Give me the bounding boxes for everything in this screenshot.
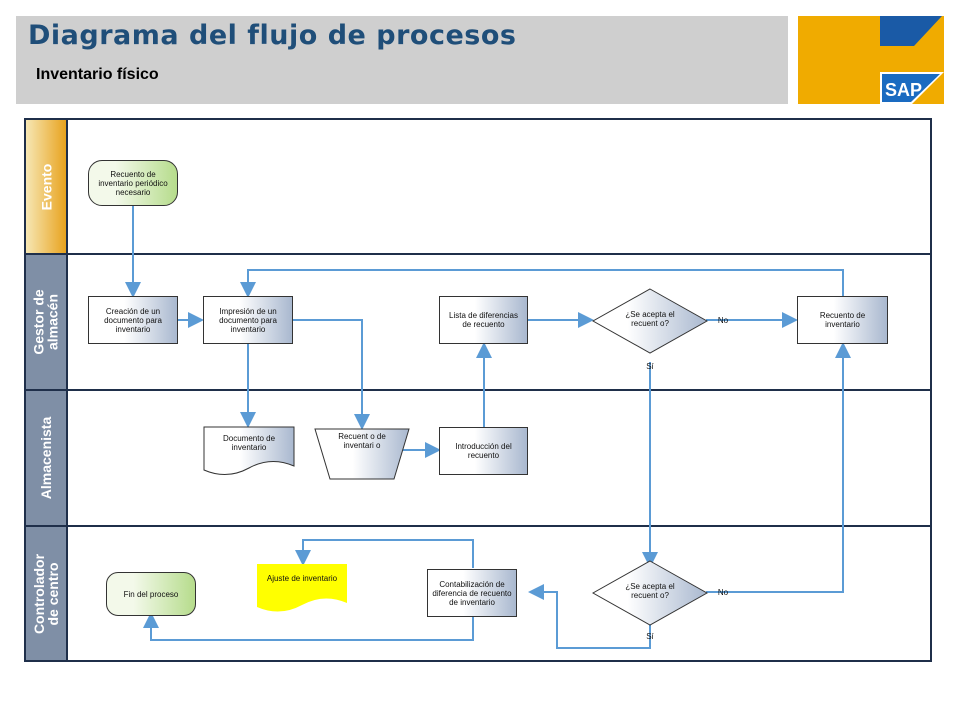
- page-subtitle: Inventario físico: [36, 66, 159, 83]
- task-introduccion-recuento: Introducción del recuento: [439, 427, 528, 475]
- lane-evento: Evento: [26, 120, 66, 253]
- task-lista-diferencias: Lista de diferencias de recuento: [439, 296, 528, 344]
- ajuste-inventario-shape: [257, 564, 347, 612]
- sap-logo-text: SAP: [885, 80, 922, 100]
- manual-recuento-label: Recuent o de inventari o: [338, 432, 386, 450]
- branch-label-si: Sí: [646, 362, 654, 371]
- sap-logo-mark: SAP: [880, 72, 944, 104]
- task-contabilizacion: Contabilización de diferencia de recuent…: [427, 569, 517, 617]
- page-title: Diagrama del flujo de procesos: [28, 20, 517, 51]
- lane-divider: [24, 525, 932, 527]
- connector-controlador-si-to-contabilizacion: [528, 584, 651, 649]
- connector-controlador-no-to-recuento: [706, 342, 851, 593]
- decision-controlador-diamond: [592, 560, 708, 626]
- task-impresion-documento: Impresión de un documento para inventari…: [203, 296, 293, 344]
- connector-contabilizacion-to-ajuste: [295, 539, 474, 568]
- decision-controlador-label: ¿Se acepta el recuent o?: [625, 582, 675, 600]
- branch-label-no: No: [717, 316, 729, 325]
- sap-logo-icon: [880, 16, 942, 46]
- connector-impresion-to-recuento-manual: [293, 319, 370, 430]
- branch-label-si: Sí: [646, 632, 654, 641]
- task-creacion-documento: Creación de un documento para inventario: [88, 296, 178, 344]
- decision-gestor-label: ¿Se acepta el recuent o?: [625, 310, 675, 328]
- manual-recuento-shape: [314, 428, 410, 480]
- ajuste-inventario-label: Ajuste de inventario: [266, 574, 338, 583]
- decision-gestor-diamond: [592, 288, 708, 354]
- lane-almacenista: Almacenista: [26, 391, 66, 525]
- connector-contabilizacion-to-fin: [143, 612, 474, 641]
- event-recuento-necesario: Recuento de inventario periódico necesar…: [88, 160, 178, 206]
- branch-label-no: No: [717, 588, 729, 597]
- lane-divider: [24, 253, 932, 255]
- header-bar: [16, 16, 788, 104]
- lane-divider: [24, 389, 932, 391]
- connector-recuento-loop-to-impresion: [240, 269, 844, 298]
- task-recuento-inventario: Recuento de inventario: [797, 296, 888, 344]
- document-inventario-label: Documento de inventario: [222, 434, 276, 452]
- end-fin-proceso: Fin del proceso: [106, 572, 196, 616]
- document-inventario-shape: [203, 426, 295, 475]
